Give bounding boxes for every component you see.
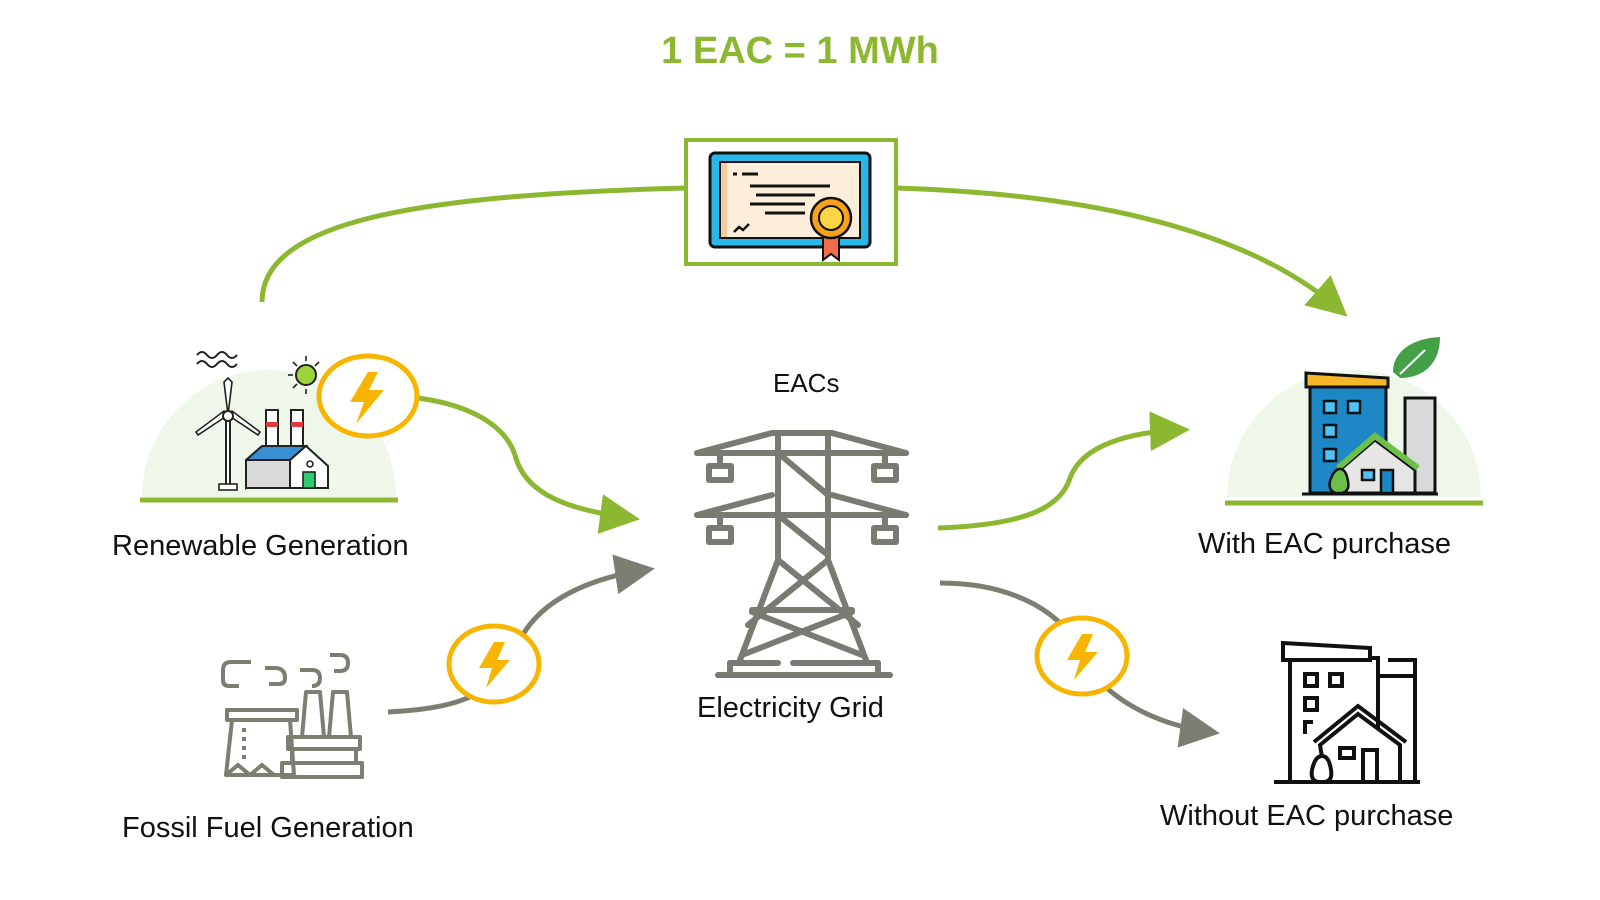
grid-to-with-eac-arrow <box>937 411 1190 531</box>
with-eac-purchase-label: With EAC purchase <box>1198 528 1452 560</box>
bolt-icon <box>350 372 384 424</box>
electricity-grid-label: Electricity Grid <box>697 692 884 724</box>
without-eac-bolt-badge <box>1034 615 1130 697</box>
transmission-tower-icon <box>694 430 909 678</box>
renewable-to-grid-arrow <box>417 395 640 534</box>
renewable-bolt-badge <box>316 353 420 439</box>
renewable-generation-label: Renewable Generation <box>112 530 409 562</box>
diagram-title: 1 EAC = 1 MWh <box>661 30 939 72</box>
fossil-plant-icon <box>221 653 364 779</box>
certificate-icon <box>684 138 898 266</box>
green-building-icon <box>1225 337 1483 506</box>
fossil-bolt-badge <box>446 623 542 705</box>
building-icon <box>1274 640 1420 784</box>
certificate-arc-right <box>895 185 1348 317</box>
eacs-label: EACs <box>773 368 840 398</box>
bolt-icon <box>1067 634 1098 680</box>
bolt-icon <box>479 642 510 688</box>
without-eac-purchase-label: Without EAC purchase <box>1160 800 1454 832</box>
certificate-arc-left <box>259 185 687 303</box>
fossil-fuel-generation-label: Fossil Fuel Generation <box>122 812 414 844</box>
